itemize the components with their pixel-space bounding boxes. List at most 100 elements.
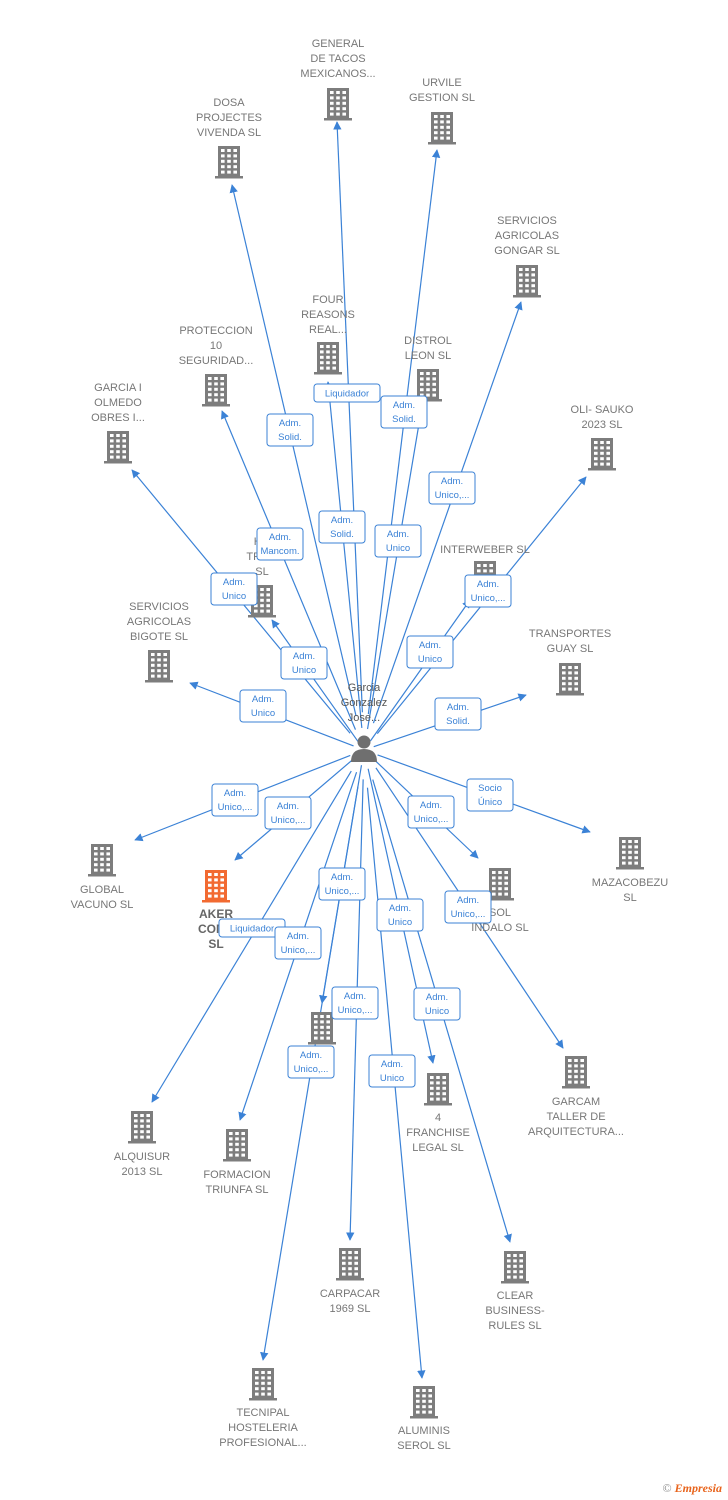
footer-brand[interactable]: © Empresia bbox=[663, 1481, 722, 1496]
role-tag-text: Unico,... bbox=[218, 802, 253, 813]
role-tag-aluminis[interactable]: Adm.Unico bbox=[368, 1054, 416, 1088]
building-icon bbox=[616, 837, 644, 870]
role-tag-garcia-olmedo[interactable]: Adm.Unico bbox=[210, 572, 258, 606]
role-tag-four-reasons[interactable]: Liquidador bbox=[313, 383, 381, 403]
role-tag-text: Unico bbox=[425, 1006, 449, 1017]
company-name-line: SERVICIOS bbox=[497, 215, 557, 227]
company-name-line: RULES SL bbox=[488, 1320, 541, 1332]
building-icon bbox=[202, 870, 230, 903]
role-tag-box bbox=[428, 471, 476, 505]
role-tag-text: Solid. bbox=[446, 716, 470, 727]
company-name-line: SL bbox=[623, 892, 636, 904]
person-name-line: Jose... bbox=[348, 712, 380, 724]
role-tag-text: Unico bbox=[418, 654, 442, 665]
center-person[interactable]: GarciaGonzalezJose... bbox=[341, 682, 387, 762]
company-name-line: LEGAL SL bbox=[412, 1142, 464, 1154]
role-tag-text: Unico bbox=[386, 543, 410, 554]
role-tag-text: Adm. bbox=[426, 992, 448, 1003]
company-name-line: 2023 SL bbox=[582, 419, 623, 431]
role-tag-distrol[interactable]: Adm.Solid. bbox=[380, 395, 428, 429]
building-icon bbox=[215, 146, 243, 179]
role-tag-general-tacos[interactable]: Adm.Solid. bbox=[318, 510, 366, 544]
role-tag-dosa[interactable]: Adm.Solid. bbox=[266, 413, 314, 447]
building-icon bbox=[314, 342, 342, 375]
role-tag-urvile[interactable]: Adm.Unico bbox=[374, 524, 422, 558]
company-name-line: ARQUITECTURA... bbox=[528, 1126, 624, 1138]
company-name-line: URVILE bbox=[422, 77, 462, 89]
company-name-line: SEROL SL bbox=[397, 1440, 450, 1452]
person-name-line: Garcia bbox=[348, 682, 381, 694]
company-node-mazacobezu[interactable]: MAZACOBEZU SL bbox=[592, 837, 668, 904]
role-tag-os-sl[interactable]: Adm.Unico,... bbox=[318, 867, 366, 901]
company-node-proteccion[interactable]: PROTECCION10SEGURIDAD... bbox=[179, 325, 254, 407]
role-tag-box bbox=[274, 926, 322, 960]
role-tag-sol-indalo[interactable]: Adm.Unico,... bbox=[407, 795, 455, 829]
role-tag-box bbox=[264, 796, 312, 830]
company-node-four-reasons[interactable]: FOURREASONSREAL... bbox=[301, 294, 355, 375]
role-tag-box bbox=[368, 1054, 416, 1088]
role-tag-aker[interactable]: Adm.Unico,... bbox=[264, 796, 312, 830]
role-tag-text: Mancom. bbox=[260, 546, 299, 557]
company-name-line: BIGOTE SL bbox=[130, 631, 188, 643]
building-icon bbox=[145, 650, 173, 683]
role-tag-text: Adm. bbox=[331, 515, 353, 526]
role-tag-transportes-guay[interactable]: Adm.Solid. bbox=[434, 697, 482, 731]
role-tag-text: Adm. bbox=[389, 903, 411, 914]
company-name-line: TRANSPORTES bbox=[529, 628, 611, 640]
building-icon bbox=[223, 1129, 251, 1162]
role-tag-garcam[interactable]: Adm.Unico,... bbox=[444, 890, 492, 924]
role-tag-text: Unico bbox=[388, 917, 412, 928]
role-tag-formacion[interactable]: Adm.Unico,... bbox=[274, 926, 322, 960]
role-tag-text: Unico bbox=[222, 591, 246, 602]
role-tag-global-vacuno[interactable]: Adm.Unico,... bbox=[211, 783, 259, 817]
company-node-tecnipal[interactable]: TECNIPALHOSTELERIAPROFESIONAL... bbox=[219, 1368, 307, 1449]
role-tag-tecnipal[interactable]: Adm.Unico,... bbox=[287, 1045, 335, 1079]
company-name-line: CARPACAR bbox=[320, 1288, 380, 1300]
role-tag-text: Adm. bbox=[477, 579, 499, 590]
role-tag-box bbox=[210, 572, 258, 606]
building-icon bbox=[588, 438, 616, 471]
role-tag-proteccion[interactable]: Adm.Mancom. bbox=[256, 527, 304, 561]
role-tag-interweber[interactable]: Adm. Unico bbox=[406, 635, 454, 669]
role-tag-servicios-gongar[interactable]: Adm.Unico,... bbox=[428, 471, 476, 505]
company-name-line: DISTROL bbox=[404, 335, 452, 347]
role-tag-franchise[interactable]: Adm. Unico bbox=[376, 898, 424, 932]
company-name-line: VIVENDA SL bbox=[197, 127, 261, 139]
role-tag-text: Adm. bbox=[419, 640, 441, 651]
company-node-carpacar[interactable]: CARPACAR 1969 SL bbox=[320, 1248, 380, 1315]
company-name-line: SOL bbox=[489, 907, 511, 919]
company-name-line: 1969 SL bbox=[330, 1303, 371, 1315]
role-tag-carpacar[interactable]: Adm.Unico,... bbox=[331, 986, 379, 1020]
role-tag-clear[interactable]: Adm. Unico bbox=[413, 987, 461, 1021]
role-tag-ho-tram[interactable]: Adm.Unico bbox=[280, 646, 328, 680]
role-tag-oli-sauko[interactable]: Adm.Unico,... bbox=[464, 574, 512, 608]
company-name-line: TALLER DE bbox=[546, 1111, 605, 1123]
company-name-line: 4 bbox=[435, 1112, 441, 1124]
role-tag-servicios-bigote[interactable]: Adm.Unico bbox=[239, 689, 287, 723]
role-tag-text: Adm. bbox=[381, 1059, 403, 1070]
company-name-line: MAZACOBEZU bbox=[592, 877, 668, 889]
company-name-line: REAL... bbox=[309, 324, 347, 336]
person-name-line: Gonzalez bbox=[341, 697, 387, 709]
